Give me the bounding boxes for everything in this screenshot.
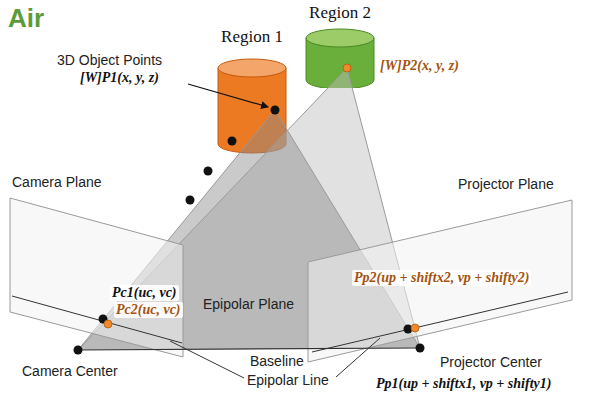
region-cylinder: Region 2 <box>304 4 376 88</box>
center-label: Camera Center <box>22 363 118 379</box>
region-label: Region 2 <box>304 4 376 23</box>
callout-label: 3D Object Points <box>57 52 162 68</box>
leader-line <box>170 341 244 378</box>
plane-label: Projector Plane <box>458 176 554 192</box>
line-label: Epipolar Line <box>247 372 329 388</box>
projector-plane <box>308 200 572 362</box>
medium-label: Air <box>8 4 44 34</box>
rays <box>78 68 420 350</box>
epipolar-plane <box>78 110 420 350</box>
baseline-label: Baseline <box>250 353 304 369</box>
cylinder-shape <box>216 28 288 154</box>
plane-label: Camera Plane <box>12 174 102 190</box>
epipolar-line <box>12 296 182 343</box>
region-label: Region 1 <box>216 28 288 47</box>
point-label: [W]P1(x, y, z) <box>80 70 159 86</box>
pixel-label: Pc1(uc, vc) <box>110 285 179 301</box>
orange-points <box>104 64 419 332</box>
center-label: Projector Center <box>440 354 542 370</box>
ray-fan-p2 <box>78 68 420 350</box>
pixel-label: Pp1(up + shiftx1, vp + shifty1) <box>376 376 551 392</box>
camera-plane <box>10 198 183 357</box>
leader-line <box>336 338 380 377</box>
pixel-label: Pp2(up + shiftx2, vp + shifty2) <box>352 270 531 286</box>
point-label: [W]P2(x, y, z) <box>380 58 459 74</box>
pixel-label: Pc2(uc, vc) <box>114 302 183 318</box>
epipolar-line <box>312 292 568 352</box>
black-points <box>74 106 425 355</box>
plane-label: Epipolar Plane <box>203 296 294 312</box>
region-cylinder: Region 1 <box>216 28 288 154</box>
baseline <box>78 348 420 350</box>
leader-arrow <box>188 84 268 107</box>
